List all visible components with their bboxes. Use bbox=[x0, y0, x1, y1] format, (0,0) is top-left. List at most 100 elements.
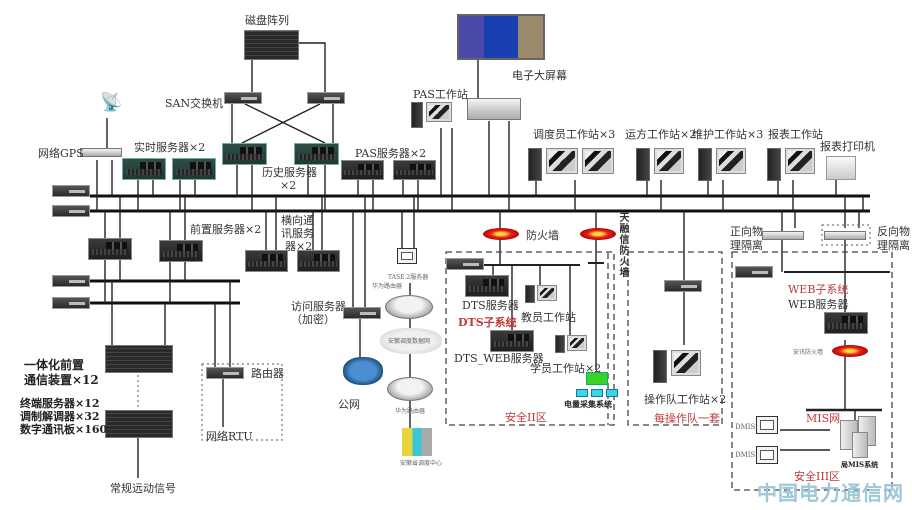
lateral-comm-server-1 bbox=[245, 250, 288, 272]
topsec-firewall-icon bbox=[580, 228, 616, 240]
crew-ws-label: 操作队工作站×2 bbox=[644, 393, 727, 406]
realtime-server-1 bbox=[122, 158, 166, 180]
instructor-ws-tower bbox=[525, 285, 535, 303]
firewall-label: 防火墙 bbox=[526, 229, 559, 242]
maintenance-ws-label: 维护工作站×3 bbox=[692, 128, 764, 141]
mis-server-3 bbox=[852, 432, 868, 458]
crew-ws-monitor bbox=[671, 350, 701, 376]
dts-web-server-label: DTS_WEB服务器 bbox=[454, 352, 544, 365]
pas-workstation-label: PAS工作站 bbox=[413, 88, 468, 101]
report-ws-label: 报表工作站 bbox=[768, 128, 823, 141]
tase2-server-pc bbox=[397, 248, 417, 264]
dispatcher-ws-tower bbox=[528, 148, 542, 181]
energy-node-2 bbox=[591, 389, 603, 397]
dts-server-label: DTS服务器 bbox=[462, 299, 519, 312]
router-rtu-boundary bbox=[201, 363, 283, 441]
history-server-2 bbox=[294, 143, 339, 165]
dispatch-network-label: 安徽调度数据网 bbox=[388, 338, 431, 345]
watermark: 中国电力通信网 bbox=[757, 481, 904, 505]
firewall-icon bbox=[483, 228, 519, 240]
access-server-device bbox=[343, 307, 381, 319]
integrated-frontend-label-2: 通信装置×12 bbox=[24, 373, 99, 387]
disk-array-device bbox=[244, 30, 299, 60]
lateral-comm-label-1: 横向通 bbox=[281, 214, 314, 227]
dispatch-center-building-icon bbox=[402, 428, 432, 456]
report-ws-tower bbox=[767, 148, 781, 181]
big-screen-display bbox=[457, 14, 545, 60]
big-screen-controller bbox=[467, 98, 521, 120]
report-printer-label: 报表打印机 bbox=[820, 140, 875, 153]
security-zone-3-boundary bbox=[731, 251, 893, 491]
mis-net-label: MIS网 bbox=[806, 412, 841, 425]
reverse-isolation-label-2: 理隔离 bbox=[877, 239, 910, 252]
history-servers-count: ×2 bbox=[280, 179, 297, 192]
dispatch-data-network-cloud bbox=[380, 328, 442, 354]
frontend-servers-label: 前置服务器×2 bbox=[190, 223, 262, 236]
big-screen-label: 电子大屏幕 bbox=[512, 69, 567, 82]
router-device bbox=[206, 367, 244, 379]
public-network-cloud bbox=[343, 357, 383, 385]
integrated-frontend-label-1: 一体化前置 bbox=[24, 358, 85, 372]
forward-isolation-label-2: 理隔离 bbox=[730, 239, 763, 252]
lateral-comm-label-3: 器×2 bbox=[285, 240, 313, 253]
history-servers-label: 历史服务器 bbox=[262, 166, 317, 179]
operation-ws-monitor bbox=[654, 148, 684, 174]
trainee-ws-tower bbox=[555, 335, 565, 353]
realtime-server-2 bbox=[172, 158, 216, 180]
dts-subsystem-label: DTS子系统 bbox=[458, 316, 517, 329]
crew-ws-tower bbox=[653, 350, 667, 383]
digital-boards-label: 数字通讯板×160 bbox=[20, 423, 108, 436]
integrated-frontend-device-1 bbox=[105, 345, 173, 373]
maintenance-ws-tower bbox=[698, 148, 712, 181]
energy-node-3 bbox=[606, 389, 618, 397]
integrated-frontend-device-2 bbox=[105, 410, 173, 438]
pas-workstation-monitor bbox=[426, 102, 452, 122]
router-label: 路由器 bbox=[251, 367, 284, 380]
network-gps-label: 网络GPS bbox=[38, 147, 84, 160]
report-ws-monitor bbox=[785, 148, 815, 174]
security-zone-3-label: 安全III区 bbox=[794, 470, 841, 483]
dispatch-center-label: 安徽省调度中心 bbox=[400, 460, 443, 467]
san-switch-1 bbox=[224, 92, 262, 104]
dmis-label-1: DMIS bbox=[735, 423, 756, 431]
tase2-server-label: TASE.2服务器 bbox=[388, 274, 429, 281]
per-crew-boundary bbox=[627, 251, 723, 426]
security-zone-2-label: 安全II区 bbox=[505, 411, 547, 424]
forward-isolation-label-1: 正向物 bbox=[730, 225, 763, 238]
main-switch-a bbox=[52, 185, 90, 197]
huawei-router-top-label: 华为路由器 bbox=[372, 283, 403, 290]
disk-array-label: 磁盘阵列 bbox=[245, 14, 289, 27]
satellite-dish-icon: 📡 bbox=[100, 92, 123, 113]
energy-node-1 bbox=[576, 389, 588, 397]
terminal-servers-label: 终端服务器×12 bbox=[20, 397, 100, 410]
realtime-servers-label: 实时服务器×2 bbox=[134, 141, 206, 154]
dmis-label-2: DMIS bbox=[735, 451, 756, 459]
san-switch-label: SAN交换机 bbox=[165, 97, 224, 110]
access-server-encrypted: （加密） bbox=[291, 313, 335, 326]
frontend-switch-a bbox=[52, 275, 90, 287]
anxun-firewall-icon bbox=[832, 345, 868, 357]
history-server-1 bbox=[222, 143, 267, 165]
trainee-ws-label: 学员工作站×2 bbox=[530, 362, 602, 375]
pas-servers-label: PAS服务器×2 bbox=[355, 147, 427, 160]
huawei-router-top bbox=[385, 295, 433, 319]
dmis-pc-2 bbox=[756, 446, 778, 464]
huawei-router-bottom-label: 华为路由器 bbox=[395, 408, 426, 415]
dispatcher-ws-monitor-2 bbox=[582, 148, 614, 174]
dmis-pc-1 bbox=[756, 416, 778, 434]
main-switch-b bbox=[52, 205, 90, 217]
pas-workstation-tower bbox=[411, 102, 423, 128]
network-rtu-label: 网络RTU bbox=[206, 430, 253, 443]
conventional-signal-label: 常规远动信号 bbox=[110, 482, 176, 495]
security-zone-2-boundary bbox=[445, 251, 615, 426]
dispatcher-ws-label: 调度员工作站×3 bbox=[533, 128, 616, 141]
frontend-server-2 bbox=[159, 240, 203, 262]
report-printer-device bbox=[826, 156, 856, 180]
trainee-ws-monitor bbox=[567, 335, 587, 351]
modems-label: 调制解调器×32 bbox=[20, 410, 100, 423]
san-switch-2 bbox=[307, 92, 345, 104]
web-server-label: WEB服务器 bbox=[788, 298, 849, 311]
operation-ws-tower bbox=[636, 148, 650, 181]
